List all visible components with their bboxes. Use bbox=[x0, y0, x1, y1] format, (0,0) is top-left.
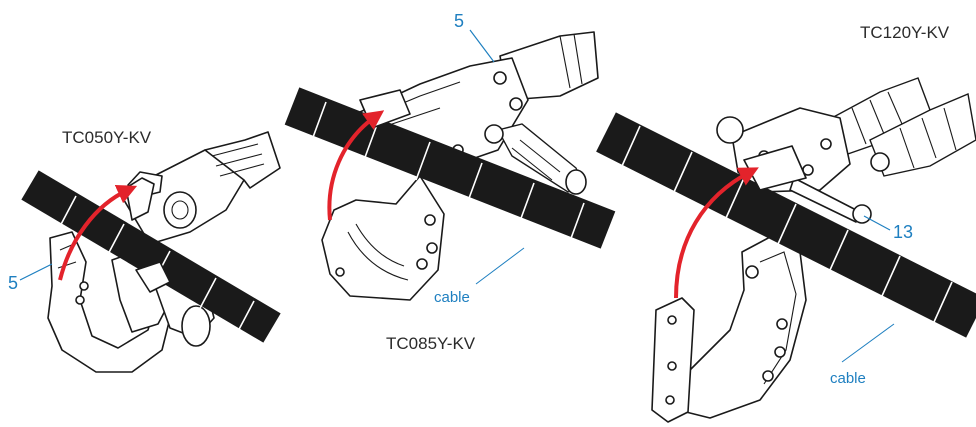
callout-leader-tc120 bbox=[863, 215, 891, 231]
cable-label-tc085: cable bbox=[434, 289, 470, 306]
close-arrow-tc085 bbox=[327, 110, 385, 221]
cable-tc085 bbox=[284, 87, 616, 249]
callout-leader-tc050 bbox=[19, 263, 53, 281]
panel-tc085: 5 cable TC085Y-KV bbox=[284, 11, 616, 353]
close-arrow-tc120 bbox=[674, 167, 759, 299]
close-arrow-tc050 bbox=[58, 185, 138, 281]
callout-leader-tc085 bbox=[469, 29, 495, 63]
callout-5-tc050: 5 bbox=[8, 273, 18, 293]
latch-bolt-tc120-a bbox=[667, 315, 677, 325]
clamp-block-tc050 bbox=[135, 261, 171, 293]
model-label-tc085: TC085Y-KV bbox=[386, 334, 476, 353]
model-label-tc120: TC120Y-KV bbox=[860, 23, 950, 42]
cable-leader-tc085 bbox=[475, 247, 525, 285]
latch-plate-tc120 bbox=[651, 297, 695, 423]
panel-tc050: 5 TC050Y-KV bbox=[8, 128, 281, 373]
cable-tc120 bbox=[596, 112, 976, 338]
callout-13-tc120: 13 bbox=[893, 222, 913, 242]
cable-leader-tc120 bbox=[841, 323, 895, 363]
cable-label-tc120: cable bbox=[830, 370, 866, 387]
latch-bolt-tc120-b bbox=[667, 361, 677, 371]
tool-tc050 bbox=[47, 131, 281, 373]
panel-tc120: 13 cable TC120Y-KV bbox=[596, 23, 976, 423]
callout-5-tc085: 5 bbox=[454, 11, 464, 31]
model-label-tc050: TC050Y-KV bbox=[62, 128, 152, 147]
latch-bolt-tc120-c bbox=[665, 395, 675, 405]
